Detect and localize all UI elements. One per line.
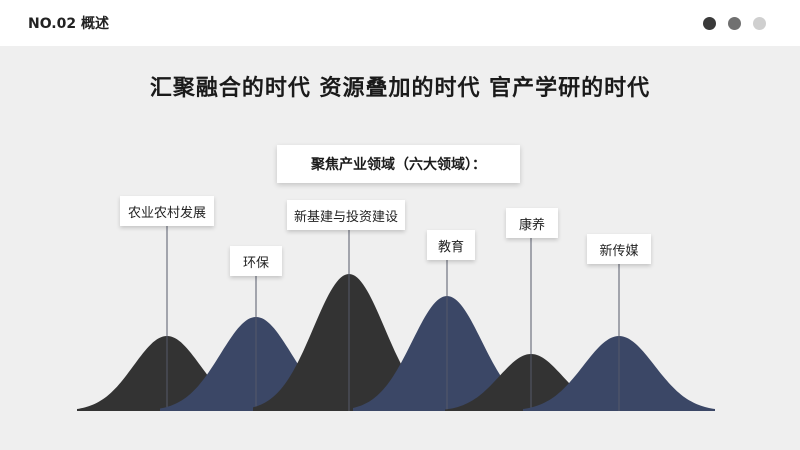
slide-dots <box>703 17 766 30</box>
header-bar <box>0 0 800 46</box>
field-tag-1: 农业农村发展 <box>120 196 214 226</box>
field-tag-2: 环保 <box>230 246 282 276</box>
slide-label: NO.02 概述 <box>28 16 109 32</box>
field-tag-3: 新基建与投资建设 <box>287 200 405 230</box>
focus-title-box: 聚焦产业领域（六大领域）： <box>277 145 520 183</box>
dot-3[interactable] <box>753 17 766 30</box>
headline: 汇聚融合的时代 资源叠加的时代 官产学研的时代 <box>149 76 651 101</box>
focus-title: 聚焦产业领域（六大领域）： <box>311 157 486 173</box>
field-tag-5: 康养 <box>506 208 558 238</box>
field-tag-6: 新传媒 <box>587 234 651 264</box>
field-tag-4: 教育 <box>427 230 475 260</box>
dot-2[interactable] <box>728 17 741 30</box>
dot-1[interactable] <box>703 17 716 30</box>
